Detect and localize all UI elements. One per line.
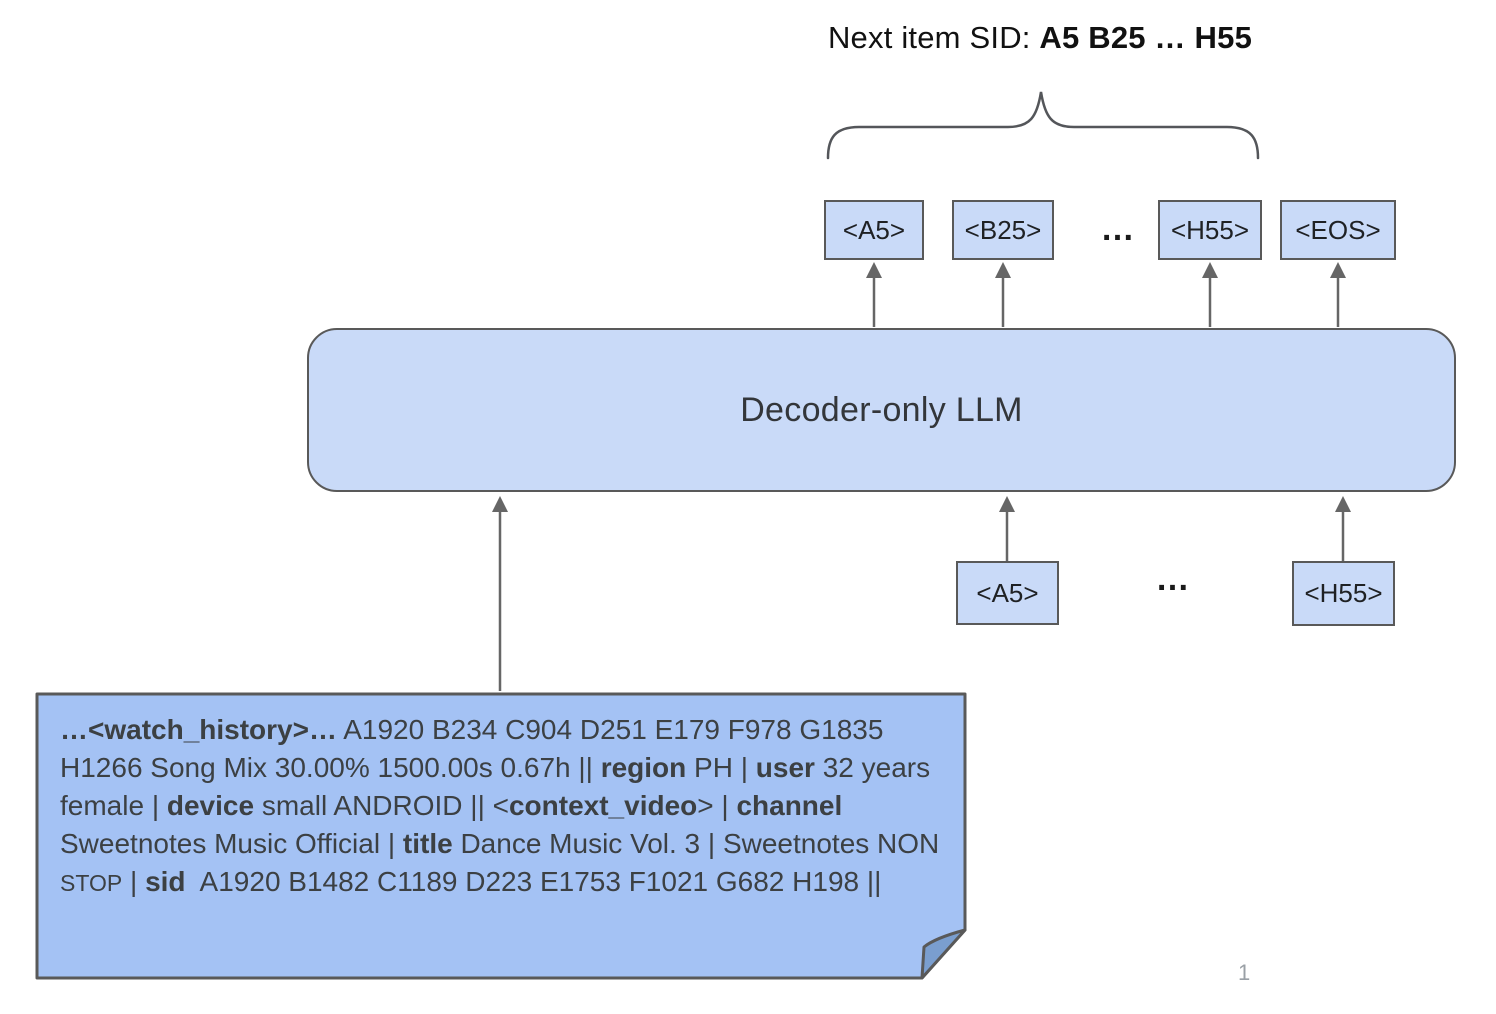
- decoder-llm-box: Decoder-only LLM: [307, 328, 1456, 492]
- output-ellipsis: …: [1100, 210, 1136, 248]
- output-token-h55: <H55>: [1158, 200, 1262, 260]
- note-seg: small ANDROID || <: [254, 790, 509, 821]
- input-ellipsis: …: [1155, 560, 1191, 598]
- note-seg: A1920 B1482 C1189 D223 E1753 F1021 G682 …: [185, 866, 882, 897]
- note-seg: device: [166, 790, 255, 821]
- note-seg: Sweetnotes Music Official |: [60, 790, 851, 859]
- note-seg: |: [122, 866, 146, 897]
- note-seg: title: [402, 828, 453, 859]
- note-folded-corner-icon: [920, 928, 967, 980]
- note-seg: channel: [736, 790, 843, 821]
- note-seg: STOP: [60, 870, 123, 896]
- brace-icon: [826, 91, 1260, 160]
- output-token-a5: <A5>: [824, 200, 924, 260]
- note-seg: 32 years female |: [60, 752, 938, 821]
- next-item-sid-title: Next item SID: A5 B25 … H55: [740, 20, 1340, 56]
- note-seg: context_video: [508, 790, 698, 821]
- note-seg: Dance Music Vol. 3 | Sweetnotes NON: [452, 828, 948, 859]
- note-seg: …<watch_history>…: [60, 714, 337, 745]
- page-number: 1: [1238, 960, 1251, 985]
- note-seg: PH |: [686, 752, 756, 783]
- input-token-a5: <A5>: [956, 561, 1059, 625]
- title-sids: A5 B25 … H55: [1039, 20, 1253, 55]
- note-seg: sid: [145, 866, 186, 897]
- output-token-b25: <B25>: [952, 200, 1054, 260]
- output-token-eos: <EOS>: [1280, 200, 1396, 260]
- note-seg: region: [600, 752, 687, 783]
- note-seg: user: [755, 752, 815, 783]
- note-seg: > |: [697, 790, 737, 821]
- prompt-note-shape: [35, 692, 967, 980]
- prompt-note-text: …<watch_history>… A1920 B234 C904 D251 E…: [60, 711, 952, 902]
- note-seg: A1920 B234 C904 D251 E179 F978 G1835 H12…: [60, 714, 892, 783]
- title-prefix: Next item SID:: [827, 20, 1040, 55]
- input-token-h55: <H55>: [1292, 561, 1395, 626]
- decoder-llm-label: Decoder-only LLM: [740, 390, 1023, 429]
